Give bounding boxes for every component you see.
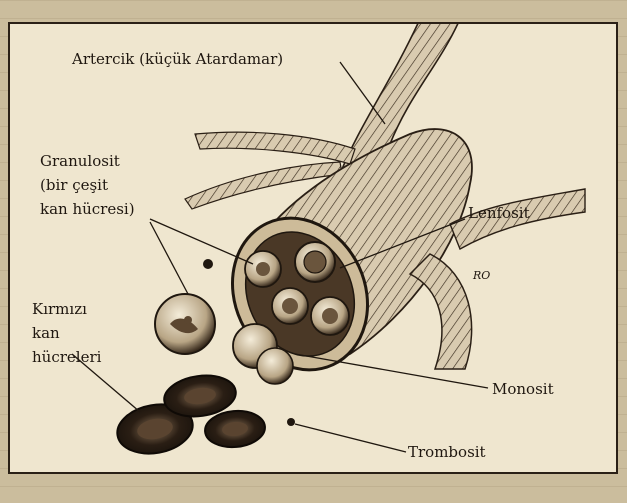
label-red-cells-3: hücreleri: [32, 348, 101, 367]
leader-granulocyte-1: [150, 219, 253, 264]
label-granulocyte-1: Granulosit: [40, 152, 120, 171]
vessel-lower-branch: [410, 254, 472, 369]
artist-signature: RO: [473, 269, 490, 282]
label-thrombocyte: Trombosit: [408, 443, 486, 462]
label-red-cells-1: Kırmızı: [32, 300, 87, 319]
leader-arteriole: [340, 62, 385, 124]
label-arteriole: Artercik (küçük Atardamar): [72, 50, 283, 69]
label-red-cells-2: kan: [32, 324, 60, 343]
label-lymphocyte: Lenfosit: [468, 204, 530, 223]
capillary-left: [195, 132, 355, 164]
blood-vessel-illustration: [10, 24, 616, 472]
platelet: [287, 418, 295, 426]
platelet: [203, 259, 213, 269]
label-granulocyte-3: kan hücresi): [40, 200, 135, 219]
diagram-frame: Artercik (küçük Atardamar) Granulosit (b…: [8, 22, 618, 474]
label-monocyte: Monosit: [492, 380, 554, 399]
monocyte-cell-2: [257, 348, 293, 384]
label-granulocyte-2: (bir çeşit: [40, 176, 108, 195]
leader-thrombocyte: [295, 424, 406, 452]
